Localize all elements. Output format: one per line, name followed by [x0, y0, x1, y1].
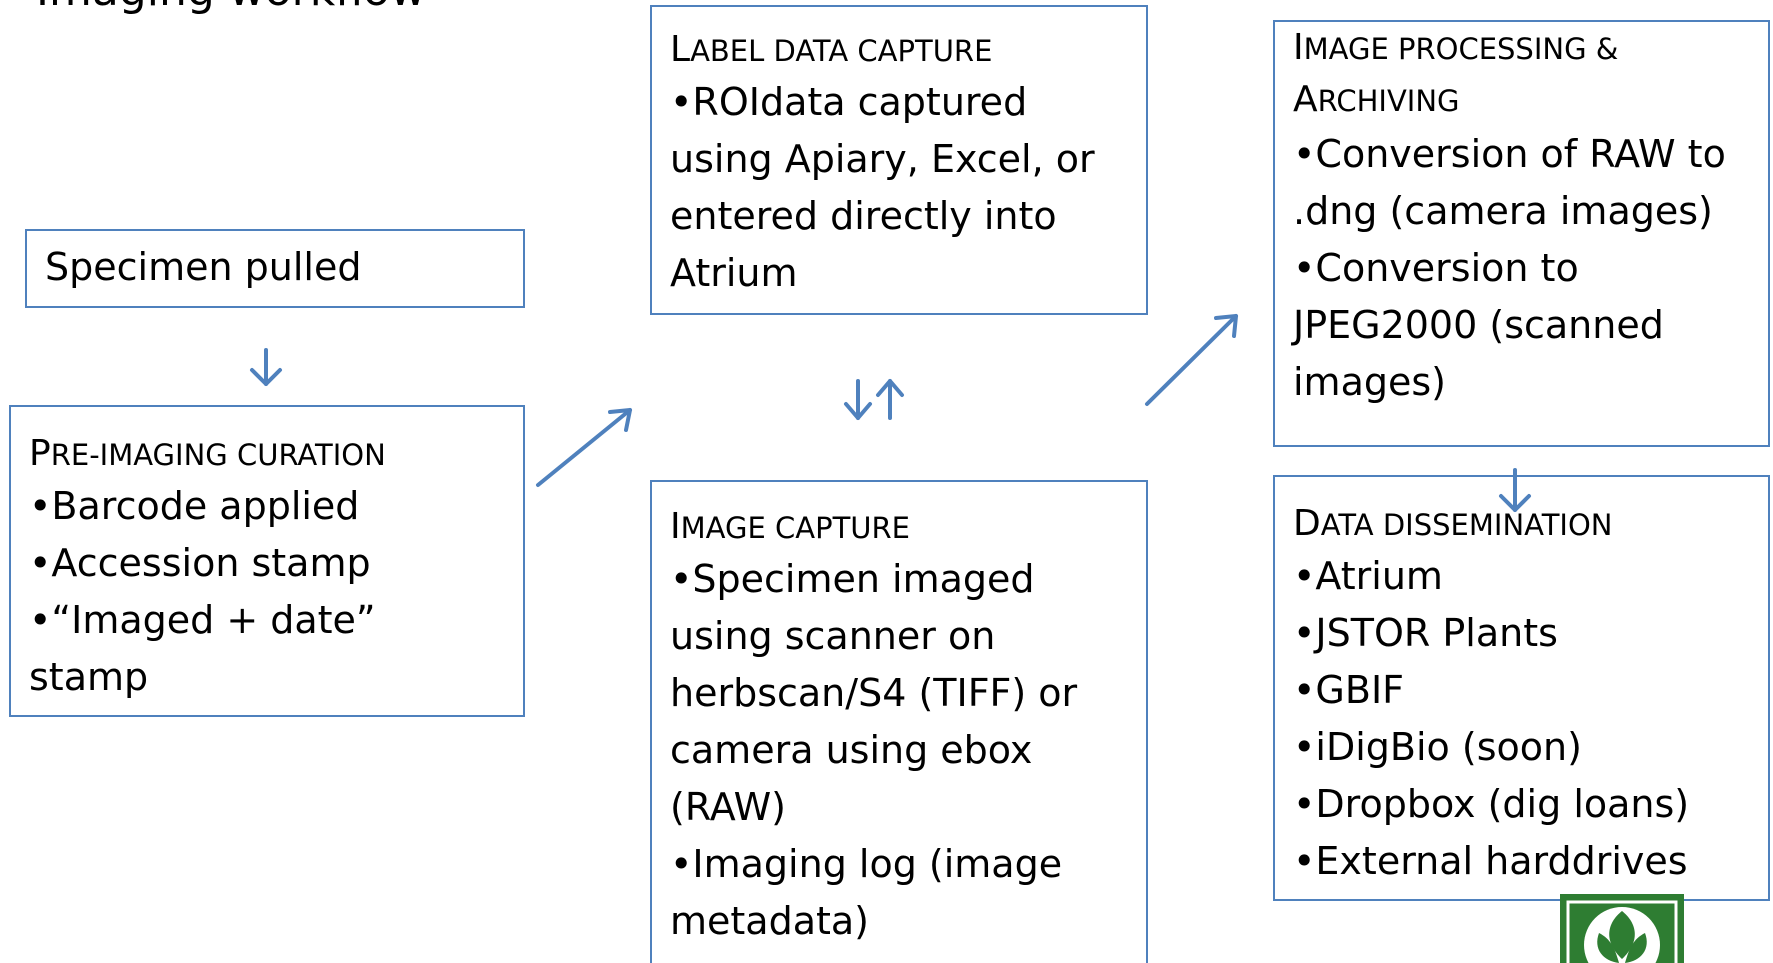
image-capture-heading: Image capture — [670, 506, 910, 547]
list-item: Accession stamp — [29, 535, 505, 592]
image-processing-list: Conversion of RAW to .dng (camera images… — [1293, 126, 1750, 411]
list-item: iDigBio (soon) — [1293, 719, 1750, 776]
list-item: Other annotations — [29, 706, 505, 715]
label-data-capture-box: Label Data capture ROIdata captured usin… — [650, 5, 1148, 315]
list-item: Barcode applied — [29, 478, 505, 535]
arrow-up-right-icon — [536, 408, 632, 487]
list-item: Imaging log (image metadata) — [670, 836, 1128, 950]
arrow-up-icon — [876, 379, 904, 420]
leaf-logo-icon — [1560, 894, 1684, 963]
list-item: Conversion of RAW to .dng (camera images… — [1293, 126, 1750, 240]
data-dissemination-heading: Data dissemination — [1293, 503, 1613, 544]
data-dissemination-box: Data dissemination Atrium JSTOR Plants G… — [1273, 475, 1770, 901]
label-data-list: ROIdata captured using Apiary, Excel, or… — [670, 74, 1128, 302]
list-item: Specimen imaged using scanner on herbsca… — [670, 551, 1128, 836]
list-item: Atrium — [1293, 548, 1750, 605]
list-item: JSTOR Plants — [1293, 605, 1750, 662]
list-item: External harddrives — [1293, 833, 1750, 890]
image-processing-heading-line1: Image processing & — [1293, 27, 1619, 68]
list-item: ROIdata captured using Apiary, Excel, or… — [670, 74, 1128, 302]
arrow-down-icon — [1499, 468, 1531, 512]
image-processing-box: Image processing & Archiving Conversion … — [1273, 20, 1770, 447]
pre-imaging-list: Barcode applied Accession stamp “Imaged … — [29, 478, 505, 715]
list-item: Dropbox (dig loans) — [1293, 776, 1750, 833]
specimen-pulled-label: Specimen pulled — [45, 245, 362, 289]
list-item: GBIF — [1293, 662, 1750, 719]
pre-imaging-curation-box: Pre-imaging curation Barcode applied Acc… — [9, 405, 525, 717]
list-item: Conversion to JPEG2000 (scanned images) — [1293, 240, 1750, 411]
label-data-heading: Label Data capture — [670, 29, 993, 70]
list-item: “Imaged + date” stamp — [29, 592, 505, 706]
page-title: Imaging workflow — [36, 0, 426, 16]
data-dissemination-list: Atrium JSTOR Plants GBIF iDigBio (soon) … — [1293, 548, 1750, 890]
arrow-up-right-icon — [1145, 314, 1238, 406]
specimen-pulled-box: Specimen pulled — [25, 229, 525, 308]
image-capture-list: Specimen imaged using scanner on herbsca… — [670, 551, 1128, 950]
image-processing-heading-line2: Archiving — [1293, 79, 1460, 120]
arrow-down-icon — [844, 379, 872, 420]
image-capture-box: Image capture Specimen imaged using scan… — [650, 480, 1148, 963]
arrow-down-icon — [250, 348, 282, 386]
pre-imaging-heading: Pre-imaging curation — [29, 433, 386, 474]
